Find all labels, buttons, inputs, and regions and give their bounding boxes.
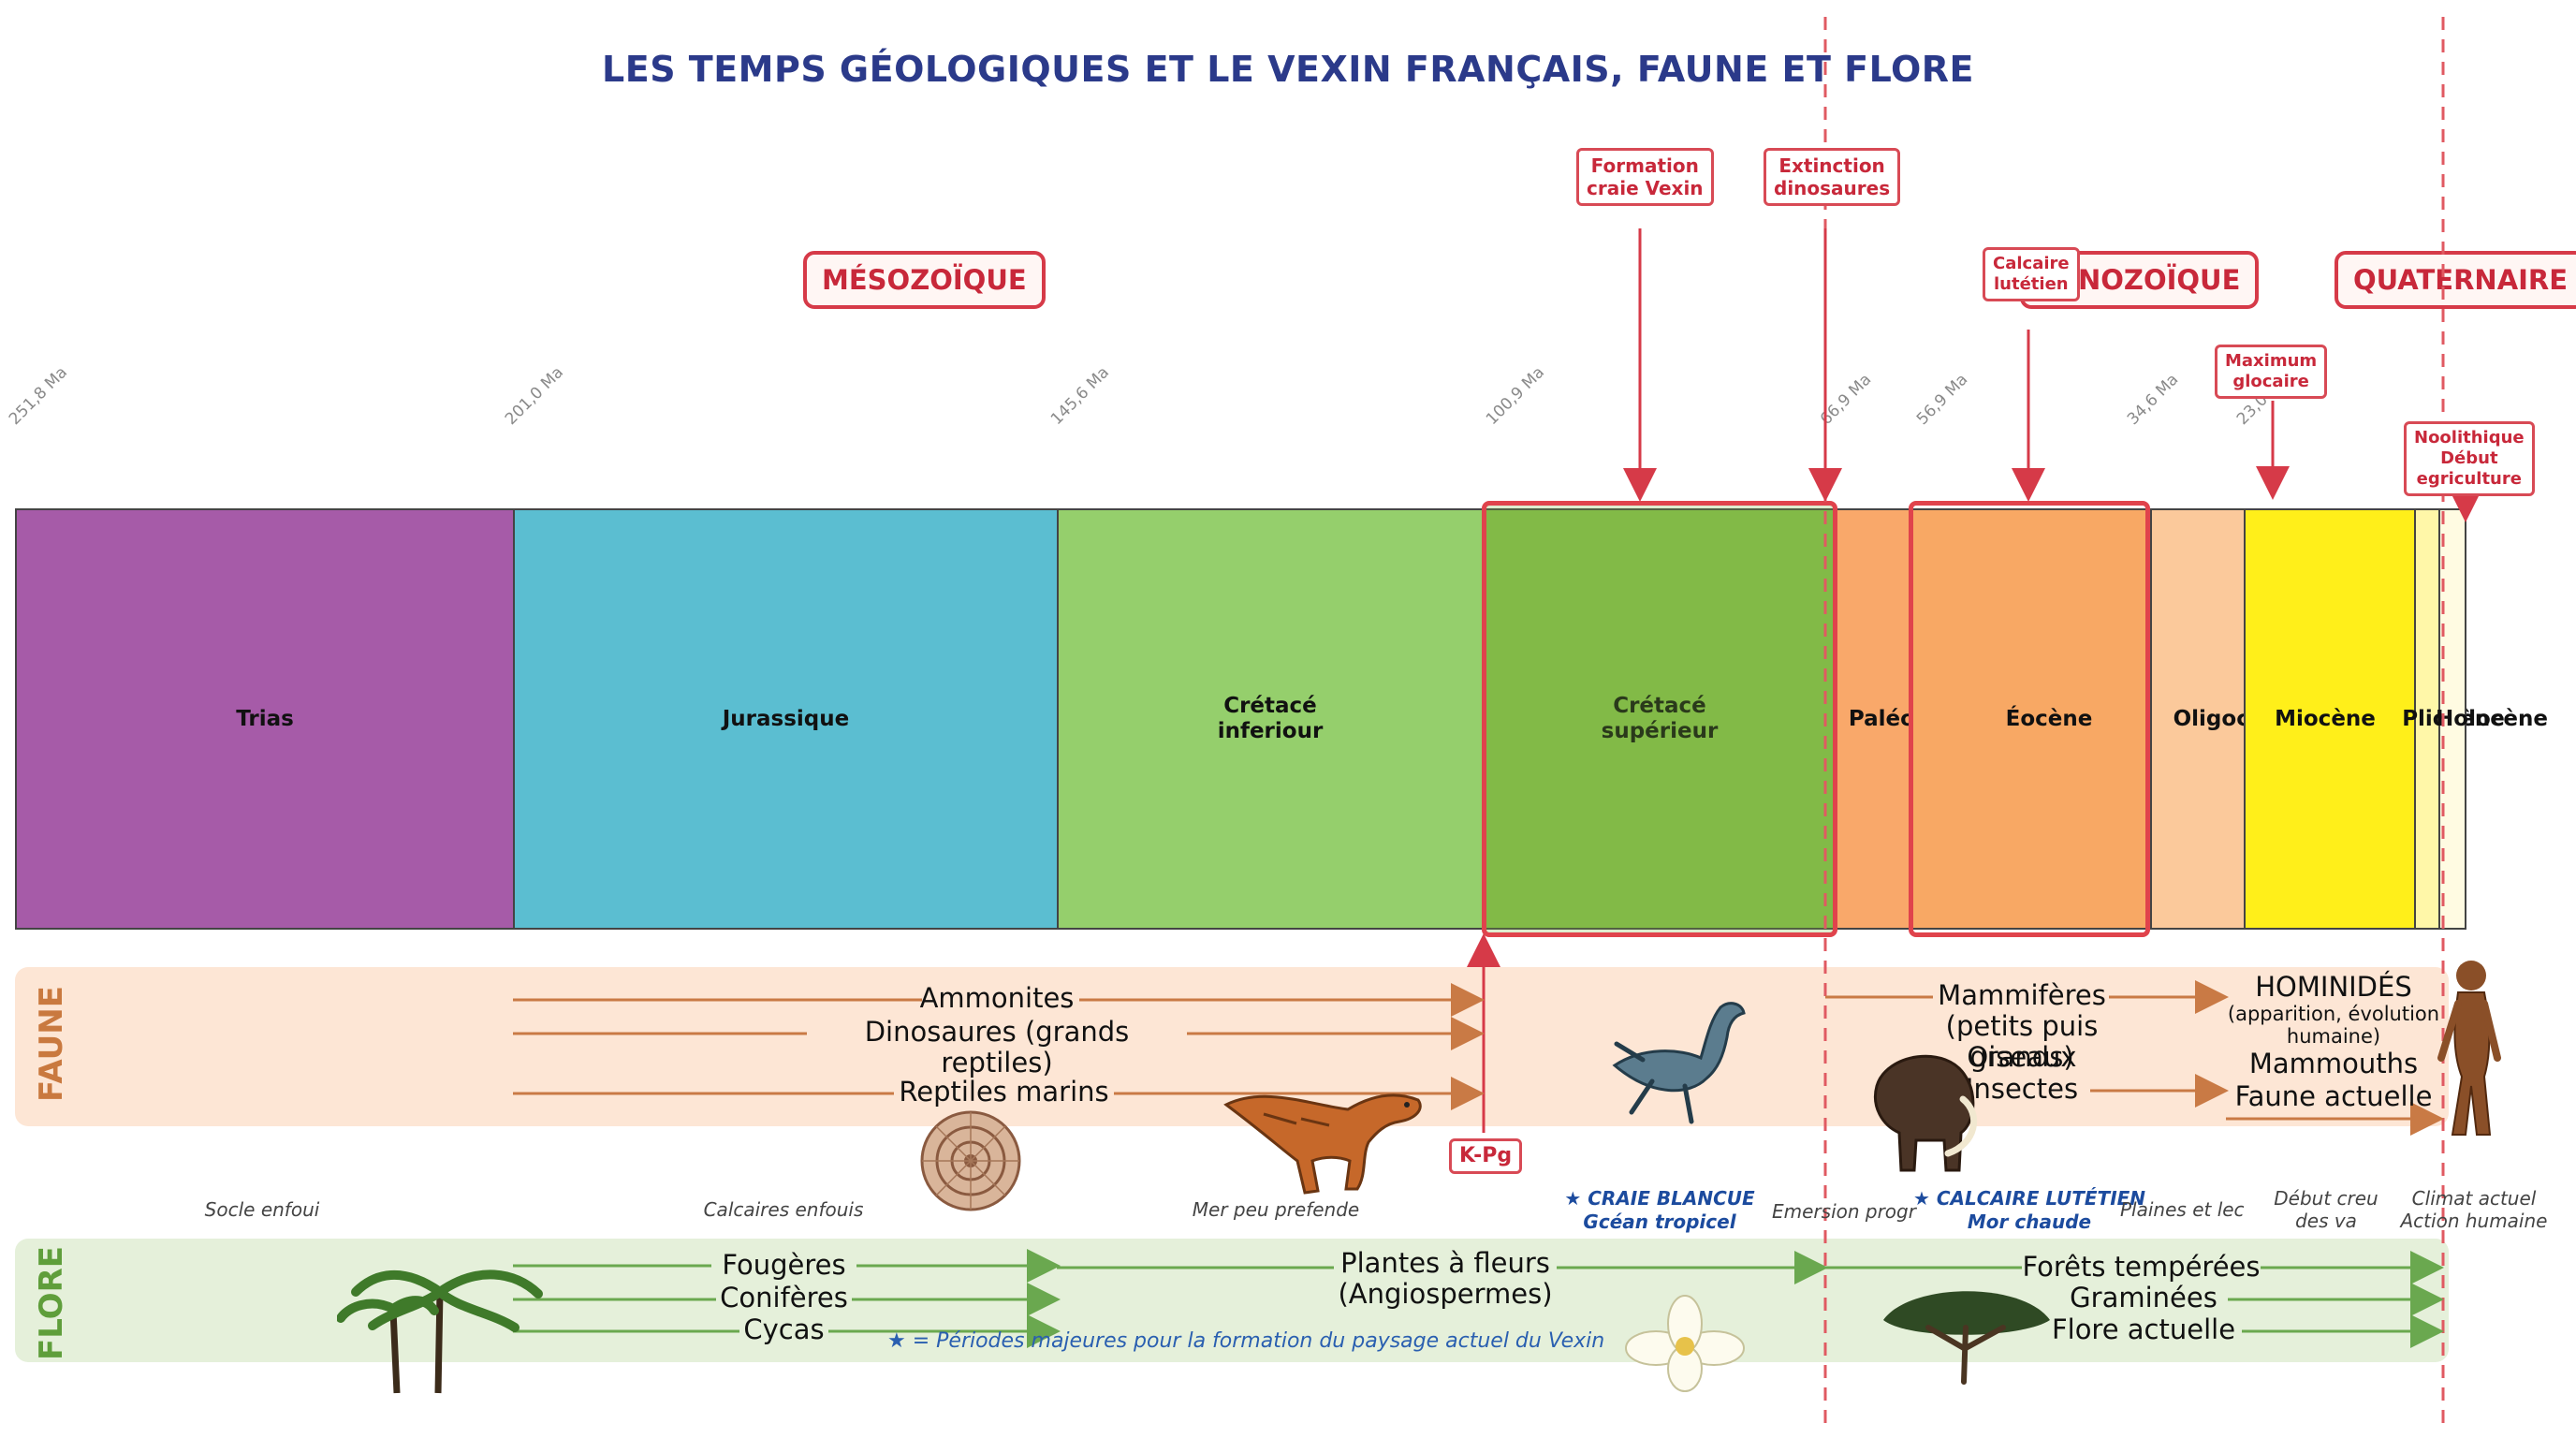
faune-oiseaux: Oiseaux [1967,1041,2077,1073]
faune-actuelle: Faune actuelle [2234,1080,2433,1112]
geology-climat-actuel: Climat actuel Action humaine [2400,1187,2548,1232]
page-title: LES TEMPS GÉOLOGIQUES ET LE VEXIN FRANÇA… [602,49,1974,90]
period-label: Trias [236,706,294,731]
faune-band [15,967,2449,1126]
flore-plantes-a-fleurs: Plantes à fleurs (Angiospermes) [1338,1247,1553,1310]
callout-maximum-glaciaire: Maximum glocaire [2215,345,2328,399]
faune-insectes: Insectes [1965,1073,2079,1105]
callout-extinction-dinosaures: Extinction dinosaures [1764,148,1901,206]
hominid-icon [2437,961,2501,1136]
period-miocene: Miocène [2244,508,2416,930]
period-label: Éocène [2005,706,2093,731]
callout-kpg: K-Pg [1449,1138,1523,1174]
faune-mammiferes: Mammifères (petits puis grands) [1938,979,2106,1073]
faune-reptiles-marins: Reptiles marins [899,1076,1109,1108]
faune-mammouths: Mammouths [2248,1048,2419,1079]
plesiosaur-icon [1612,1002,1746,1124]
highlight-eocene [1909,501,2150,937]
flore-actuelle: Flore actuelle [2051,1313,2236,1345]
period-label: Crétacé inferiour [1217,694,1324,743]
ammonite-icon [920,1110,1021,1211]
highlight-cretace-superieur [1482,501,1837,937]
mammoth-icon [1874,1054,1978,1172]
legend: ★ = Périodes majeures pour la formation … [887,1329,1605,1353]
geology-socle: Socle enfoui [204,1198,320,1221]
dinosaur-icon [1223,1093,1422,1195]
faune-ammonites: Ammonites [919,982,1075,1014]
geology-craie-blanche: ★ CRAIE BLANCUE Gcéan tropicel [1564,1187,1755,1233]
callout-formation-craie: Formation craie Vexin [1576,148,1714,206]
period-label: Holocène [2436,706,2548,731]
faune-hominides: HOMINIDÉS [2255,971,2412,1003]
geology-mer: Mer peu prefende [1192,1198,1360,1221]
era-mesozoique: MÉSOZOÏQUE [803,251,1046,309]
tree-fern-icon [337,1269,543,1394]
callout-calcaire-lutetien: Calcaire lutétien [1983,247,2080,301]
faune-hominides-detail: (apparition, évolution humaine) [2227,1003,2440,1048]
era-quaternaire: QUATERNAIRE [2334,251,2576,309]
flore-graminees: Graminées [2070,1282,2217,1313]
period-label: Crétacé supérieur [1601,694,1719,743]
period-label: Jurassique [722,706,850,731]
flore-coniferes: Conifères [720,1282,848,1313]
period-trias: Trias [15,508,515,930]
geology-plaines: Plaines et lec [2120,1198,2245,1221]
flore-cycas: Cycas [743,1313,825,1345]
period-pliocene: Pliocène [2402,508,2505,930]
geology-debut-creusement: Début creu des va [2274,1187,2378,1232]
period-cretace-inferieur: Crétacé inferiour [1057,508,1484,930]
period-jurassique: Jurassique [513,508,1059,930]
geology-emersion: Emersion progr [1772,1200,1916,1223]
flore-forets: Forêts tempérées [2022,1251,2261,1283]
callout-neolithique: Noolithique Début egriculture [2404,421,2535,496]
period-label: Miocène [2275,706,2376,731]
faune-dinosaures: Dinosaures (grands reptiles) [864,1016,1130,1078]
period-cretace-superieur: Crétacé supérieur [1482,508,1837,930]
flore-fougeres: Fougères [722,1249,846,1281]
acacia-tree-icon [1883,1291,2050,1385]
magnolia-icon [1625,1295,1745,1392]
geology-calcaires: Calcaires enfouis [703,1198,864,1221]
geology-calcaire-lutetien: ★ CALCAIRE LUTÉTIEN Mor chaude [1912,1187,2146,1233]
